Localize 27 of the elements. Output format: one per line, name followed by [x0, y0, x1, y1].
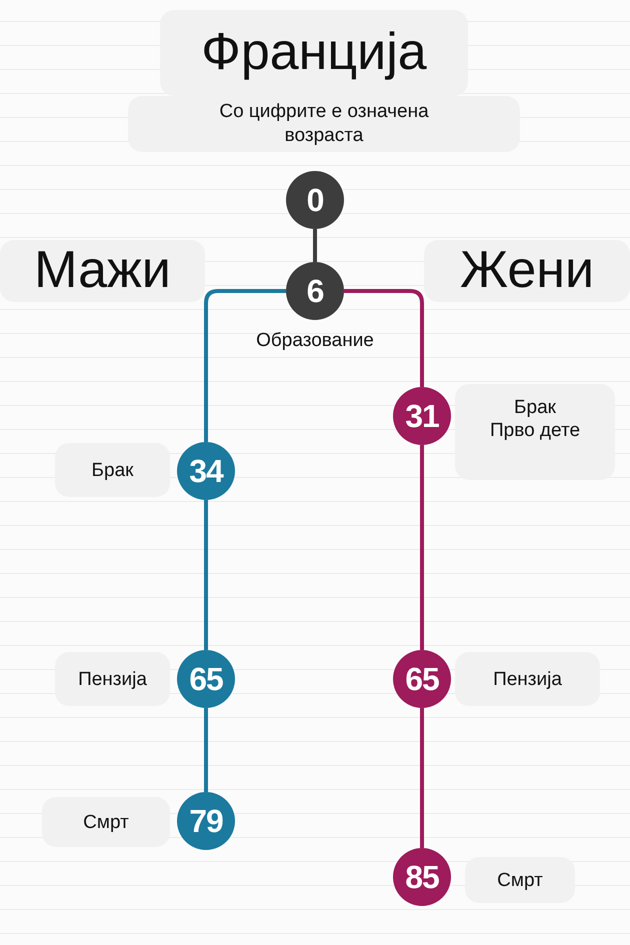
connector-line — [204, 289, 286, 442]
subtitle: Со цифрите е означена возраста — [218, 100, 430, 148]
event-label: Смрт — [83, 810, 129, 834]
connector-line — [204, 708, 208, 792]
age-circle: 0 — [286, 171, 344, 229]
event-label: Брак — [514, 396, 556, 419]
event-label: Брак — [92, 458, 134, 482]
age-circle: 6 — [286, 262, 344, 320]
event-label: Смрт — [497, 868, 543, 892]
event-label: Прво дете — [490, 419, 580, 442]
connector-line — [420, 708, 424, 848]
age-circle: 85 — [393, 848, 451, 906]
age-circle: 65 — [177, 650, 235, 708]
connector-line — [313, 229, 317, 262]
event-label: Пензија — [78, 668, 147, 690]
title: Франција — [201, 24, 427, 82]
connector-line — [420, 445, 424, 650]
connector-line — [344, 289, 424, 387]
connector-line — [204, 500, 208, 650]
column-heading: Мажи — [34, 242, 171, 300]
age-circle: 34 — [177, 442, 235, 500]
stage-label: Образование — [256, 328, 374, 352]
age-circle: 65 — [393, 650, 451, 708]
event-label: Пензија — [493, 668, 562, 690]
age-circle: 79 — [177, 792, 235, 850]
age-circle: 31 — [393, 387, 451, 445]
column-heading: Жени — [460, 242, 594, 300]
